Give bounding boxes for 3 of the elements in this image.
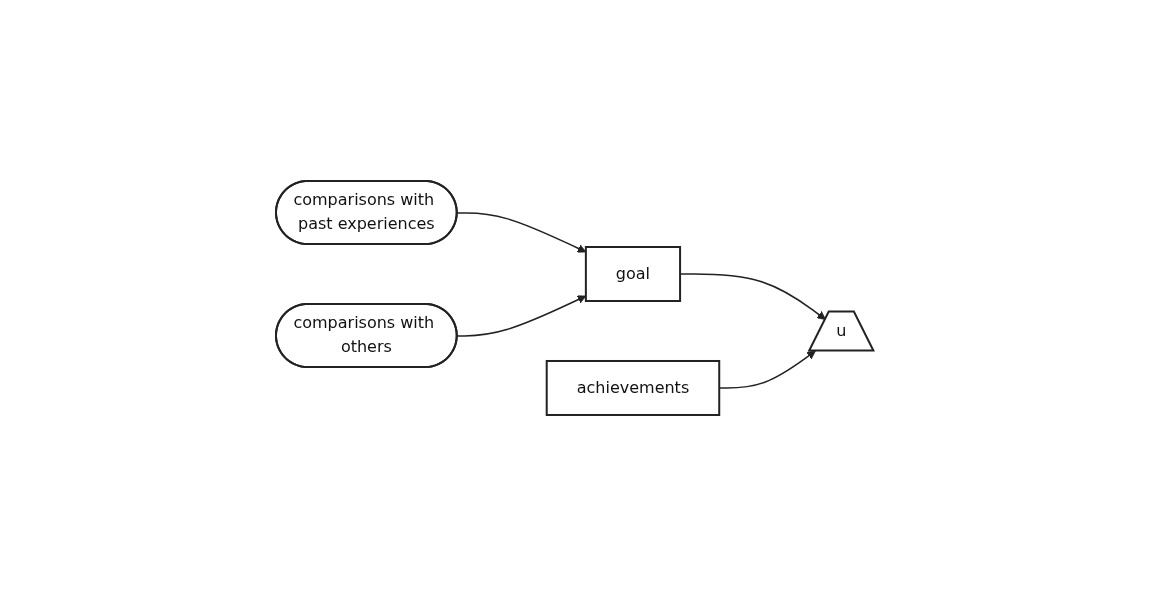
- node-box: achievements: [545, 359, 721, 416]
- arrow: [679, 272, 826, 320]
- node-box: goal: [584, 245, 681, 302]
